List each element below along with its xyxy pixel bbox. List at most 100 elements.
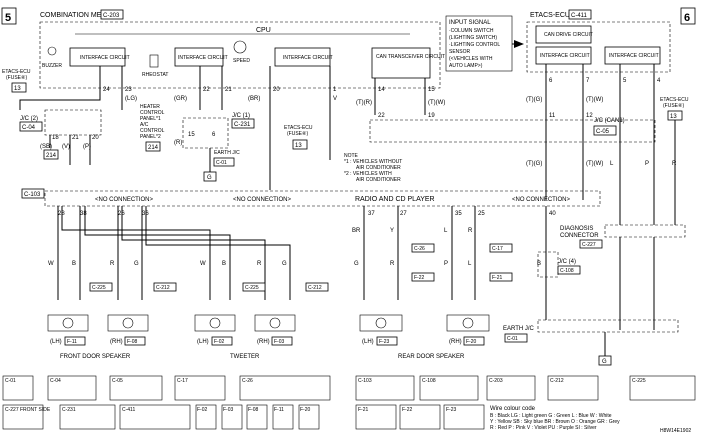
f22-conn[interactable] [411, 272, 435, 282]
meter-iface-3 [274, 47, 331, 67]
f11-label: F-11 [67, 339, 77, 345]
heater-label: HEATER [140, 104, 160, 110]
jc2-conn-label: C-04 [22, 125, 36, 131]
etacs-left-ref[interactable] [11, 82, 27, 93]
f08-conn[interactable] [124, 336, 146, 346]
etacs-mid-ref[interactable] [292, 139, 308, 150]
can1-conn[interactable] [593, 125, 617, 136]
f02-label: F-02 [214, 339, 225, 345]
can1-pin: 22 [378, 113, 385, 119]
f20-label: F-20 [466, 339, 477, 345]
speaker-rear-lh[interactable] [359, 314, 403, 332]
c225-label: C-225 [92, 285, 106, 291]
table-conn-label: F-22 [402, 407, 413, 413]
table-conn-label: F-23 [446, 407, 457, 413]
jc2-conn[interactable] [19, 121, 43, 132]
f20-conn[interactable] [463, 336, 485, 346]
jc1-conn[interactable] [231, 118, 255, 129]
jc4-label: J/C (4) [558, 259, 576, 265]
jc2-box [44, 109, 102, 136]
meter-label: COMBINATION METER [40, 12, 115, 19]
input-signal-line: AUTO LAMP>) [449, 63, 483, 69]
c225-conn[interactable] [89, 282, 113, 292]
table-conn-label: C-26 [242, 378, 253, 384]
input-signal-line: (<VEHICLES WITH [449, 56, 493, 62]
heater-label: A/C [140, 122, 149, 128]
table-conn-label: F-03 [223, 407, 234, 413]
meter-wire-v: V [333, 96, 337, 102]
jc2-earth-num: 214 [46, 153, 57, 159]
jc2-earth-ref[interactable] [43, 149, 59, 160]
wire-color: G [134, 261, 139, 267]
meter-iface-2-label: INTERFACE CIRCUIT [178, 55, 228, 61]
f02-conn[interactable] [211, 336, 233, 346]
table-conn-label: C-01 [5, 378, 16, 384]
c26-conn[interactable] [411, 243, 435, 253]
meter-wire-br: (BR) [248, 96, 260, 102]
etacs-left-label: ETACS-ECU [2, 69, 31, 75]
meter-pin-14: 14 [378, 87, 385, 93]
etacs-top-box [526, 21, 671, 73]
table-conn-label: F-21 [358, 407, 369, 413]
side-rh: (RH) [449, 339, 462, 345]
tweeter-rh[interactable] [254, 314, 296, 332]
can-drive-label: CAN DRIVE CIRCUIT [544, 32, 593, 38]
radio-conn[interactable] [21, 188, 45, 199]
radio-conn-label: C-103 [24, 192, 41, 198]
meter-box [39, 21, 441, 89]
wire-color: R [257, 261, 262, 267]
tweeter-lh[interactable] [194, 314, 236, 332]
jc1-earth-conn-label: C-01 [216, 160, 227, 166]
c17-conn[interactable] [489, 243, 513, 253]
can1-label: J/C (CAN1) [594, 118, 625, 124]
etacs-pin-5: 5 [623, 78, 627, 84]
f23-conn[interactable] [376, 336, 398, 346]
heater-ref[interactable] [145, 141, 161, 152]
etacs-mid-num: 13 [295, 143, 302, 149]
f03-conn[interactable] [271, 336, 293, 346]
rheostat-icon [149, 54, 159, 68]
speaker-rear-rh[interactable] [446, 314, 490, 332]
speaker-front-lh[interactable] [47, 314, 89, 332]
table-conn-label: C-04 [50, 378, 61, 384]
jc4-conn-label: C-108 [560, 268, 574, 274]
diag-conn[interactable] [579, 239, 603, 249]
meter-wires [19, 66, 426, 190]
jc1-earth-label: EARTH J/C [214, 150, 240, 156]
heater-label: PANEL*2 [140, 134, 161, 140]
can-drive-circuit [535, 25, 592, 44]
can1-pin: 12 [586, 113, 593, 119]
meter-conn[interactable] [100, 9, 124, 20]
etacs-right-num: 13 [670, 114, 677, 120]
can1-box [369, 119, 656, 143]
etacs-top-conn[interactable] [568, 9, 592, 20]
meter-pin-24: 24 [103, 87, 110, 93]
etacs-pin-4: 4 [657, 78, 661, 84]
c212-conn[interactable] [153, 282, 177, 292]
c225-conn-2[interactable] [242, 282, 266, 292]
f21-conn[interactable] [489, 272, 513, 282]
meter-wire-gr: (GR) [174, 96, 187, 102]
table-conn-label: C-212 [550, 378, 564, 384]
jc1-earth-conn[interactable] [213, 157, 235, 167]
heater-label: CONTROL [140, 110, 165, 116]
jc4-conn[interactable] [557, 265, 581, 275]
cpu-label: CPU [256, 27, 271, 34]
table-conn-label: C-108 [422, 378, 436, 384]
diag-label: CONNECTOR [560, 233, 599, 239]
note-line: *2 : VEHICLES WITH [344, 171, 392, 177]
meter-iface-2 [174, 47, 224, 67]
earth-jc-conn[interactable] [504, 333, 528, 343]
c212-label: C-212 [156, 285, 170, 291]
speaker-front-rh[interactable] [107, 314, 149, 332]
c212-conn-2[interactable] [305, 282, 329, 292]
can-transceiver [371, 47, 431, 79]
etacs-right-fuse: (FUSE⑥) [663, 103, 684, 109]
legend-title: Wire colour code [490, 406, 536, 412]
etacs-top-label: ETACS-ECU [530, 12, 570, 19]
radio-pin: 40 [549, 211, 556, 217]
page-ref-right[interactable] [680, 7, 696, 25]
f11-conn[interactable] [64, 336, 86, 346]
note-line: AIR CONDITIONER [356, 177, 401, 183]
page-ref-left[interactable] [1, 7, 17, 25]
